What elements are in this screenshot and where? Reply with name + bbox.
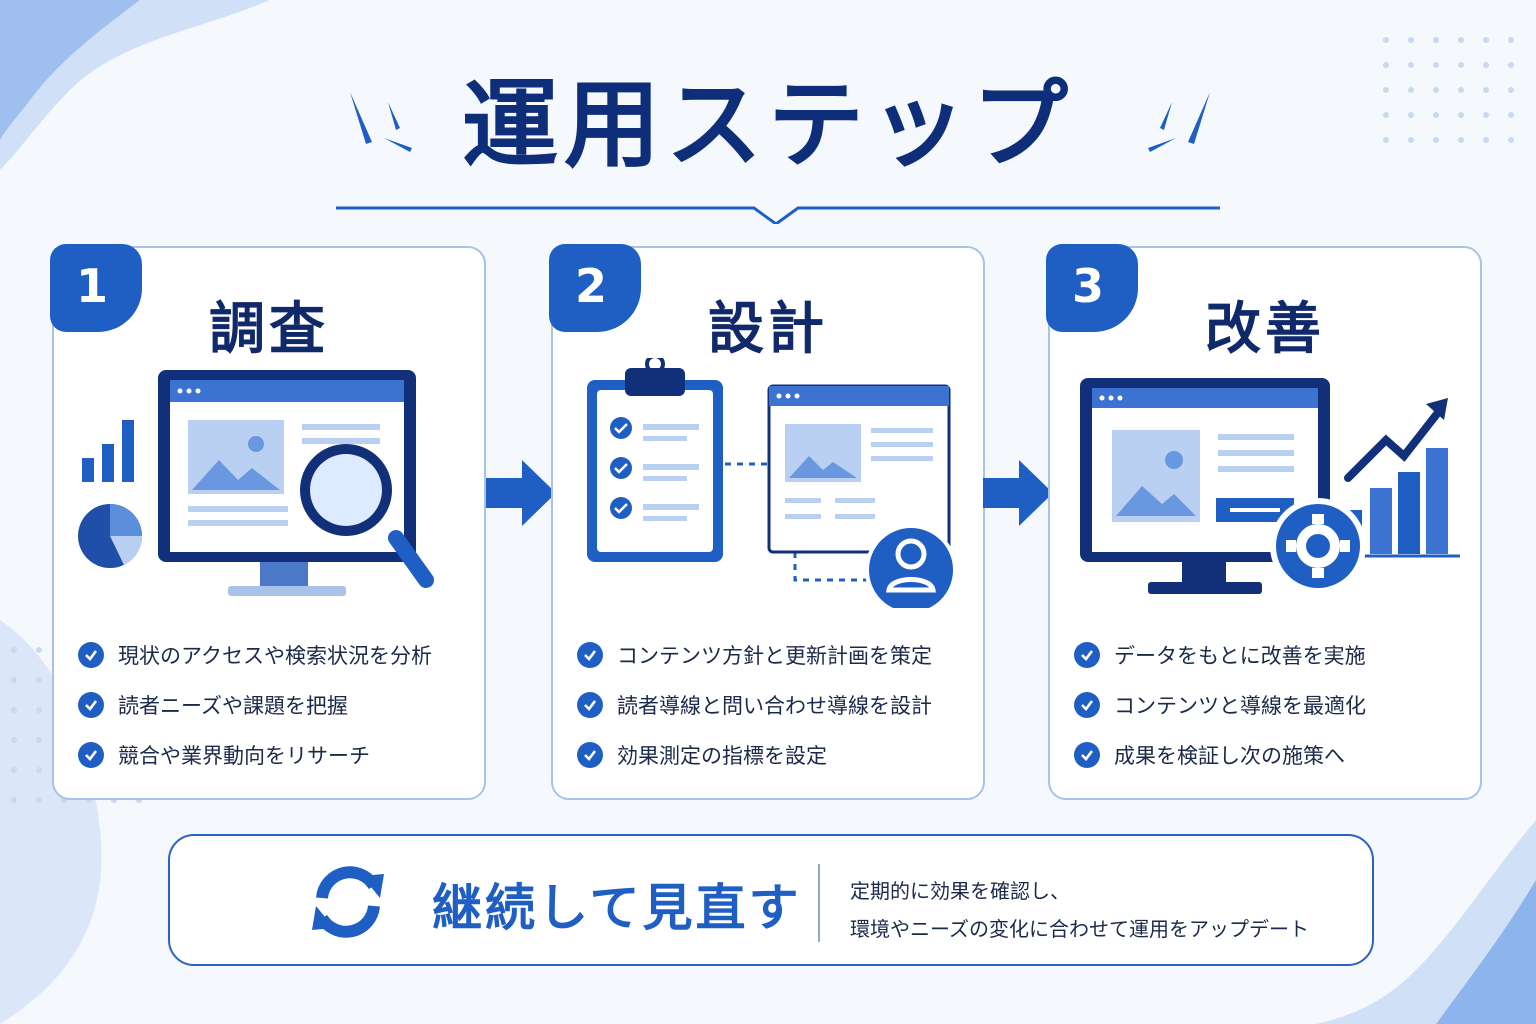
banner-title: 継続して見直す [432, 879, 802, 937]
banner-description: 定期的に効果を確認し、 環境やニーズの変化に合わせて運用をアップデート [850, 872, 1309, 948]
check-icon [577, 692, 603, 718]
bullet-text: 読者導線と問い合わせ導線を設計 [617, 694, 932, 718]
banner-divider [818, 864, 820, 942]
banner-description-line: 環境やニーズの変化に合わせて運用をアップデート [850, 917, 1309, 941]
clipboard-wireframe-icon [587, 358, 957, 608]
bullet-item: 読者ニーズや課題を把握 [78, 680, 432, 730]
bullet-item: コンテンツと導線を最適化 [1074, 680, 1366, 730]
monitor-gear-chart-icon [1080, 378, 1460, 594]
bullet-item: 読者導線と問い合わせ導線を設計 [577, 680, 932, 730]
banner-description-line: 定期的に効果を確認し、 [850, 879, 1070, 903]
bullet-text: 読者ニーズや課題を把握 [118, 694, 348, 718]
bullet-item: 現状のアクセスや検索状況を分析 [78, 630, 432, 680]
check-icon [1074, 642, 1100, 668]
bullet-text: 競合や業界動向をリサーチ [118, 744, 370, 768]
bullet-item: データをもとに改善を実施 [1074, 630, 1366, 680]
check-icon [577, 642, 603, 668]
step-bullet-list: コンテンツ方針と更新計画を策定 読者導線と問い合わせ導線を設計 効果測定の指標を… [577, 630, 932, 780]
step-title: 調査 [209, 297, 329, 362]
step-card-improvement: 3 改善 [1046, 244, 1482, 800]
sparkle-left-icon [350, 92, 412, 152]
bullet-text: コンテンツと導線を最適化 [1114, 694, 1366, 718]
check-icon [1074, 742, 1100, 768]
step-bullet-list: データをもとに改善を実施 コンテンツと導線を最適化 成果を検証し次の施策へ [1074, 630, 1366, 780]
step-bullet-list: 現状のアクセスや検索状況を分析 読者ニーズや課題を把握 競合や業界動向をリサーチ [78, 630, 432, 780]
check-icon [78, 742, 104, 768]
arrow-right-icon [983, 460, 1053, 526]
title-underline-pointer [336, 206, 1220, 224]
step-title: 改善 [1205, 297, 1325, 362]
page-title: 運用ステップ [462, 69, 1074, 181]
check-icon [577, 742, 603, 768]
bullet-text: 成果を検証し次の施策へ [1114, 744, 1345, 768]
check-icon [1074, 692, 1100, 718]
bullet-text: データをもとに改善を実施 [1114, 644, 1366, 668]
monitor-magnifier-icon [78, 370, 434, 596]
step-number-badge: 3 [1046, 244, 1138, 332]
step-title: 設計 [708, 297, 828, 362]
arrow-right-icon [486, 460, 556, 526]
continuous-review-banner: 継続して見直す 定期的に効果を確認し、 環境やニーズの変化に合わせて運用をアップ… [168, 834, 1374, 966]
bullet-text: 現状のアクセスや検索状況を分析 [118, 644, 432, 668]
bullet-item: コンテンツ方針と更新計画を策定 [577, 630, 932, 680]
sparkle-right-icon [1148, 92, 1210, 152]
bullet-item: 効果測定の指標を設定 [577, 730, 932, 780]
refresh-cycle-icon [312, 866, 384, 938]
step-card-design: 2 設計 コンテンツ方針と更新計画を策定 [549, 244, 985, 800]
step-number-badge: 1 [50, 244, 142, 332]
step-number-badge: 2 [549, 244, 641, 332]
bullet-text: 効果測定の指標を設定 [617, 744, 827, 768]
step-card-research: 1 調査 現状のアクセスや検索状況を分析 [50, 244, 486, 800]
bullet-item: 競合や業界動向をリサーチ [78, 730, 432, 780]
check-icon [78, 692, 104, 718]
bullet-text: コンテンツ方針と更新計画を策定 [617, 644, 932, 668]
bullet-item: 成果を検証し次の施策へ [1074, 730, 1366, 780]
check-icon [78, 642, 104, 668]
title-block: 運用ステップ [0, 60, 1536, 190]
